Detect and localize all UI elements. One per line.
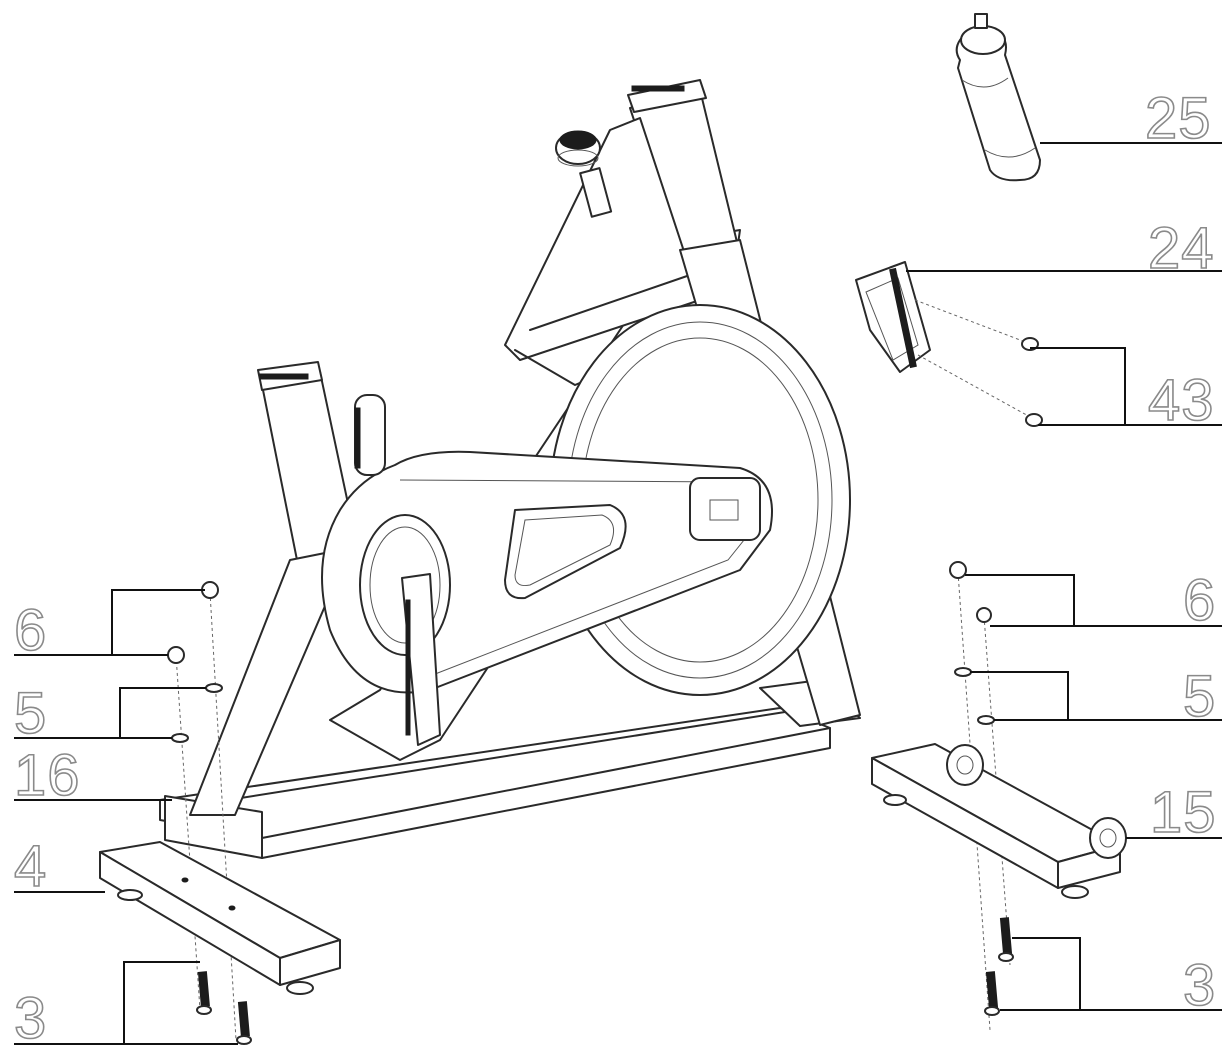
left-foot-assembly <box>99 581 341 1045</box>
callout-6-right: 6 <box>1183 568 1216 633</box>
callout-16: 16 <box>14 743 81 808</box>
right-foot-assembly <box>871 561 1127 1031</box>
bottle-cage-bracket <box>855 261 931 373</box>
callout-25: 25 <box>1145 86 1212 151</box>
callout-labels: 25 24 43 6 5 16 4 3 6 5 15 3 <box>13 85 1217 1051</box>
callout-43: 43 <box>1148 368 1215 433</box>
water-bottle <box>955 13 1041 182</box>
callout-5-right: 5 <box>1183 664 1216 729</box>
callout-3-left: 3 <box>14 986 47 1051</box>
callout-24: 24 <box>1148 216 1215 281</box>
callout-6-left: 6 <box>14 598 47 663</box>
callout-4: 4 <box>14 834 47 899</box>
leader-lines <box>14 142 1222 1045</box>
callout-5-left: 5 <box>14 681 47 746</box>
screws-43 <box>914 299 1043 427</box>
callout-15: 15 <box>1150 780 1217 845</box>
callout-3-right: 3 <box>1183 953 1216 1018</box>
bike-frame <box>159 79 861 859</box>
